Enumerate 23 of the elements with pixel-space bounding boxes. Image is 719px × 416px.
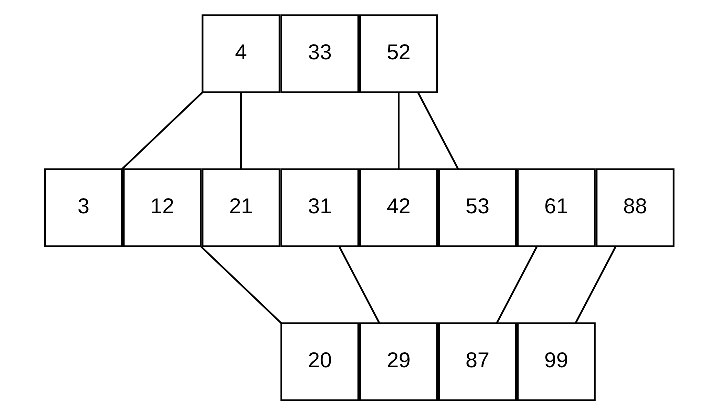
node-box: 52 bbox=[360, 14, 438, 94]
node-box: 53 bbox=[438, 168, 518, 248]
node-box: 12 bbox=[123, 168, 202, 248]
connector bbox=[122, 92, 203, 170]
node-box: 3 bbox=[44, 168, 124, 248]
connector bbox=[574, 246, 617, 324]
connector bbox=[200, 246, 282, 324]
node-box: 42 bbox=[360, 168, 438, 248]
connector bbox=[496, 246, 538, 324]
connector bbox=[418, 92, 460, 170]
node-box: 87 bbox=[438, 322, 518, 402]
node-box: 61 bbox=[517, 168, 596, 248]
connector bbox=[338, 246, 380, 324]
node-box: 4 bbox=[202, 14, 281, 94]
node-box: 20 bbox=[280, 322, 360, 402]
node-box: 21 bbox=[202, 168, 281, 248]
connector bbox=[240, 92, 242, 170]
node-box: 88 bbox=[596, 168, 675, 248]
node-box: 33 bbox=[280, 14, 360, 94]
node-box: 31 bbox=[280, 168, 360, 248]
node-box: 99 bbox=[517, 322, 596, 402]
node-box: 29 bbox=[360, 322, 438, 402]
connector bbox=[398, 92, 400, 170]
